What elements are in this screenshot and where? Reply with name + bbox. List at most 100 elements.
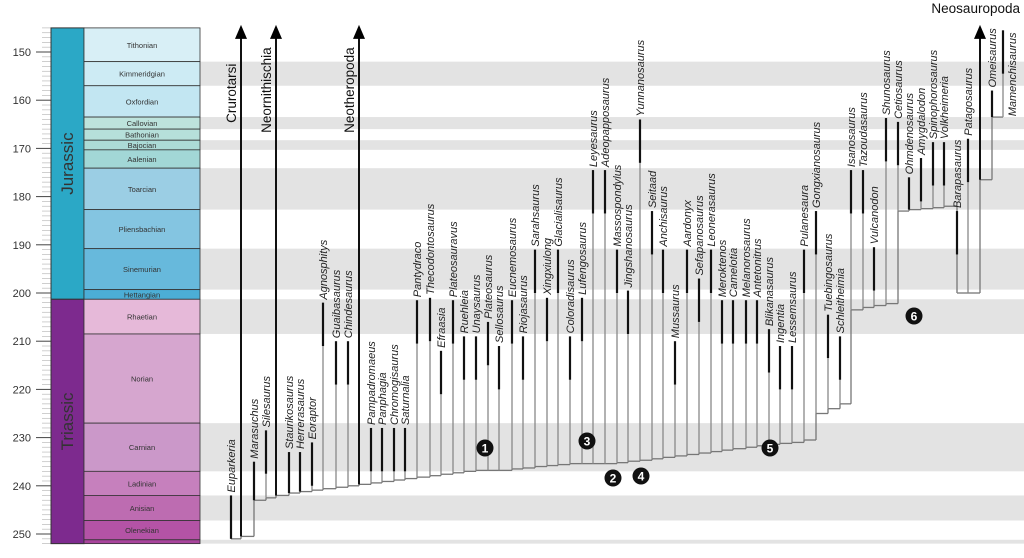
taxon-label: Ruehleia bbox=[459, 290, 471, 333]
arrow-up-icon bbox=[974, 24, 986, 39]
taxon-label: Agnosphitys bbox=[318, 239, 330, 300]
taxon-label: Chindesaurus bbox=[343, 270, 355, 338]
taxon-label: Chromogisaurus bbox=[389, 344, 401, 425]
stage-label: Anisian bbox=[130, 504, 155, 513]
tick-label: 230 bbox=[13, 433, 31, 445]
taxon-label: Melanorosaurus bbox=[741, 218, 753, 297]
taxon-label: Silesaurus bbox=[261, 376, 273, 428]
taxon-label: Seitaad bbox=[647, 170, 659, 208]
stage-column: TithonianKimmeridgianOxfordianCallovianB… bbox=[83, 27, 201, 545]
taxon-label: Tazoudasaurus bbox=[858, 92, 870, 167]
taxon-label: Volkheimeria bbox=[939, 76, 951, 139]
stage-box bbox=[83, 539, 201, 545]
taxon-label: Pampadromaeus bbox=[366, 341, 378, 425]
stage-label: Aalenian bbox=[127, 155, 156, 164]
taxon-label: Unaysaurus bbox=[471, 274, 483, 333]
stage-band bbox=[200, 61, 1024, 86]
stage-band bbox=[200, 140, 1024, 150]
stage-band bbox=[200, 117, 1024, 130]
taxon-label: Saturnalia bbox=[400, 375, 412, 425]
stage-label: Oxfordian bbox=[126, 97, 159, 106]
tick-label: 220 bbox=[13, 384, 31, 396]
stage-label: Ladinian bbox=[128, 479, 156, 488]
arrow-up-icon bbox=[235, 24, 247, 39]
taxon-label: Omeisaurus bbox=[987, 28, 999, 88]
taxon-label: Sarahsaurus bbox=[530, 184, 542, 247]
taxon-label: Efraasia bbox=[436, 307, 448, 347]
stage-label: Toarcian bbox=[128, 185, 156, 194]
taxon-label: Camelotia bbox=[728, 248, 740, 298]
taxon-label: Mamenchisaurus bbox=[1007, 32, 1019, 116]
stage-box bbox=[83, 298, 201, 335]
stage-label: Rhaetian bbox=[127, 313, 157, 322]
period-label: Triassic bbox=[58, 392, 77, 450]
taxon-label: Glacialisaurus bbox=[553, 177, 565, 247]
stage-label: Sinemurian bbox=[123, 265, 161, 274]
stage-band bbox=[200, 539, 1024, 544]
stage-band bbox=[200, 495, 1024, 521]
taxon-label: Blikanasaurus bbox=[764, 257, 776, 327]
taxon-label: Herrerasaurus bbox=[295, 378, 307, 449]
taxon-label: Vulcanodon bbox=[869, 186, 881, 244]
stage-box bbox=[83, 27, 201, 63]
clade-label: Crurotarsi bbox=[224, 64, 239, 123]
taxon-label: Anchisaurus bbox=[658, 186, 670, 248]
node-marker-label: 3 bbox=[584, 435, 591, 449]
taxon-label: Euparkeria bbox=[226, 439, 238, 492]
tick-label: 240 bbox=[13, 481, 31, 493]
taxon-label: Pantydraco bbox=[412, 242, 424, 298]
taxon-label: Ohmdenosaurus bbox=[904, 92, 916, 174]
stage-label: Pliensbachian bbox=[119, 225, 166, 234]
taxon-label: Schleitheimia bbox=[835, 268, 847, 333]
stage-label: Callovian bbox=[127, 119, 158, 128]
stage-box bbox=[83, 422, 201, 472]
tick-label: 250 bbox=[13, 529, 31, 541]
stage-band bbox=[200, 299, 1024, 334]
tick-label: 160 bbox=[13, 95, 31, 107]
taxon-label: Pulanesaura bbox=[799, 185, 811, 247]
node-marker bbox=[905, 307, 923, 325]
taxon-label: Meroktenos bbox=[717, 239, 729, 297]
stage-box bbox=[83, 167, 201, 211]
taxon-label: Isanosaurus bbox=[846, 107, 858, 167]
stage-label: Bajocian bbox=[128, 141, 157, 150]
arrow-up-icon bbox=[353, 24, 365, 39]
taxon-label: Xingxiulong bbox=[542, 237, 554, 296]
taxon-label: Shunosaurus bbox=[881, 50, 893, 115]
taxon-label: Mussaurus bbox=[670, 284, 682, 338]
taxon-label: Aardonyx bbox=[682, 200, 694, 248]
node-marker-label: 2 bbox=[610, 472, 617, 486]
period-box bbox=[50, 298, 85, 545]
taxon-label: Thecodontosaurus bbox=[425, 203, 437, 295]
stage-box bbox=[83, 470, 201, 496]
taxon-label: Coloradisaurus bbox=[565, 259, 577, 333]
stage-box bbox=[83, 248, 201, 291]
taxon-label: Gongxianosaurus bbox=[811, 121, 823, 208]
taxon-label: Adeopapposaurus bbox=[600, 77, 612, 168]
taxon-label: Cetiosaurus bbox=[893, 60, 905, 119]
taxon-label: Sellosaurus bbox=[494, 285, 506, 343]
taxon-label: Guaibasaurus bbox=[331, 269, 343, 338]
taxon-label: Eoraptor bbox=[307, 396, 319, 440]
taxon-label: Sefapanosaurus bbox=[694, 195, 706, 276]
clade-label: Neotheropoda bbox=[342, 47, 357, 133]
stage-box bbox=[83, 333, 201, 424]
clade-label: Neosauropoda bbox=[931, 1, 1020, 16]
stage-label: Carnian bbox=[129, 443, 155, 452]
node-marker-label: 5 bbox=[767, 442, 774, 456]
stage-label: Norian bbox=[131, 375, 153, 384]
stage-box bbox=[83, 61, 201, 87]
taxon-label: Lessemsaurus bbox=[787, 271, 799, 343]
taxon-label: Yunnanosaurus bbox=[635, 39, 647, 116]
node-marker bbox=[604, 469, 622, 487]
clade-label: Neornithischia bbox=[259, 47, 274, 133]
taxon-label: Riojasaurus bbox=[518, 275, 530, 334]
tick-label: 200 bbox=[13, 288, 31, 300]
node-marker bbox=[632, 467, 650, 485]
stage-band bbox=[200, 248, 1024, 290]
stage-label: Olenekian bbox=[125, 526, 159, 535]
node-marker bbox=[761, 439, 779, 457]
